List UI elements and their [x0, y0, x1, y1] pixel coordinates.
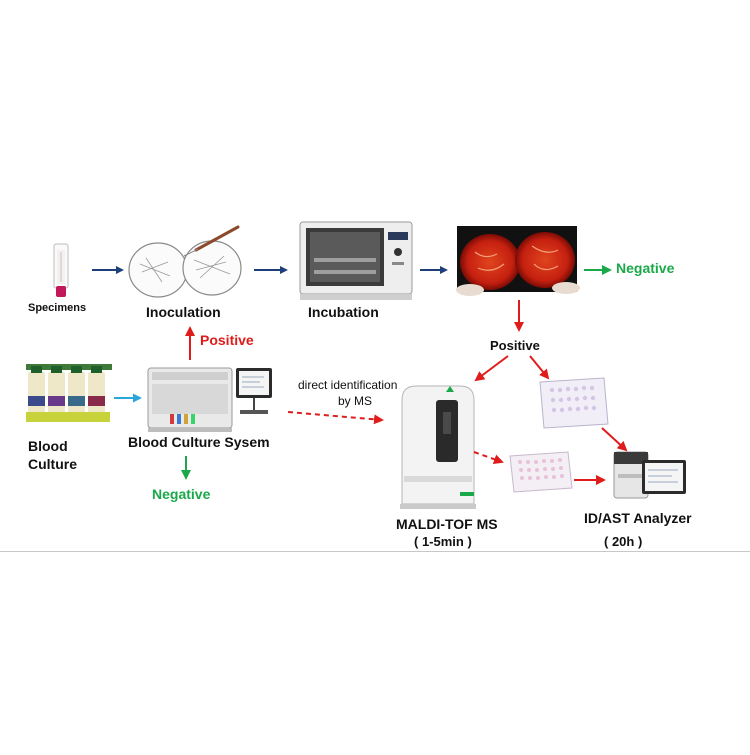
arrow-ast-plate-to-analyzer	[601, 427, 628, 452]
inoculation-dishes-icon	[128, 225, 242, 298]
arrow-positive-to-ast-plate	[529, 355, 550, 380]
arrow-maldi-to-target-plate	[473, 451, 504, 465]
positive-plates-label: Positive	[490, 338, 540, 353]
positive-top-label: Positive	[200, 332, 254, 348]
specimens-label: Specimens	[28, 302, 87, 314]
incubation-label: Incubation	[308, 304, 379, 320]
ast-plate-icon	[539, 377, 609, 429]
blood-culture-label-line2: Culture	[28, 456, 77, 472]
maldi-tof-instrument-icon	[400, 385, 476, 509]
idast-time-label: ( 20h )	[604, 534, 643, 549]
specimen-tube-icon	[53, 243, 69, 297]
negative-plates-label: Negative	[616, 260, 675, 276]
inoculation-label: Inoculation	[146, 304, 221, 320]
maldi-target-plate-icon	[509, 451, 573, 493]
culture-plates-photo	[456, 226, 580, 296]
arrow-positive-to-maldi	[474, 355, 509, 382]
maldi-time-label: ( 1-5min )	[414, 534, 472, 549]
negative-system-label: Negative	[152, 486, 211, 502]
blood-culture-system-label: Blood Culture Sysem	[128, 434, 270, 450]
blood-culture-bottles-icon	[26, 364, 112, 422]
arrow-direct-identification	[287, 411, 384, 425]
idast-label: ID/AST Analyzer	[584, 510, 692, 526]
blood-culture-label-line1: Blood	[28, 438, 68, 454]
id-ast-analyzer-icon	[613, 451, 686, 499]
bottom-divider	[0, 551, 750, 552]
maldi-label: MALDI-TOF MS	[396, 516, 498, 532]
incubator-icon	[299, 221, 413, 300]
blood-culture-system-icon	[147, 367, 272, 432]
direct-identification-label-line1: direct identification	[298, 378, 398, 392]
direct-identification-label-line2: by MS	[338, 394, 373, 408]
